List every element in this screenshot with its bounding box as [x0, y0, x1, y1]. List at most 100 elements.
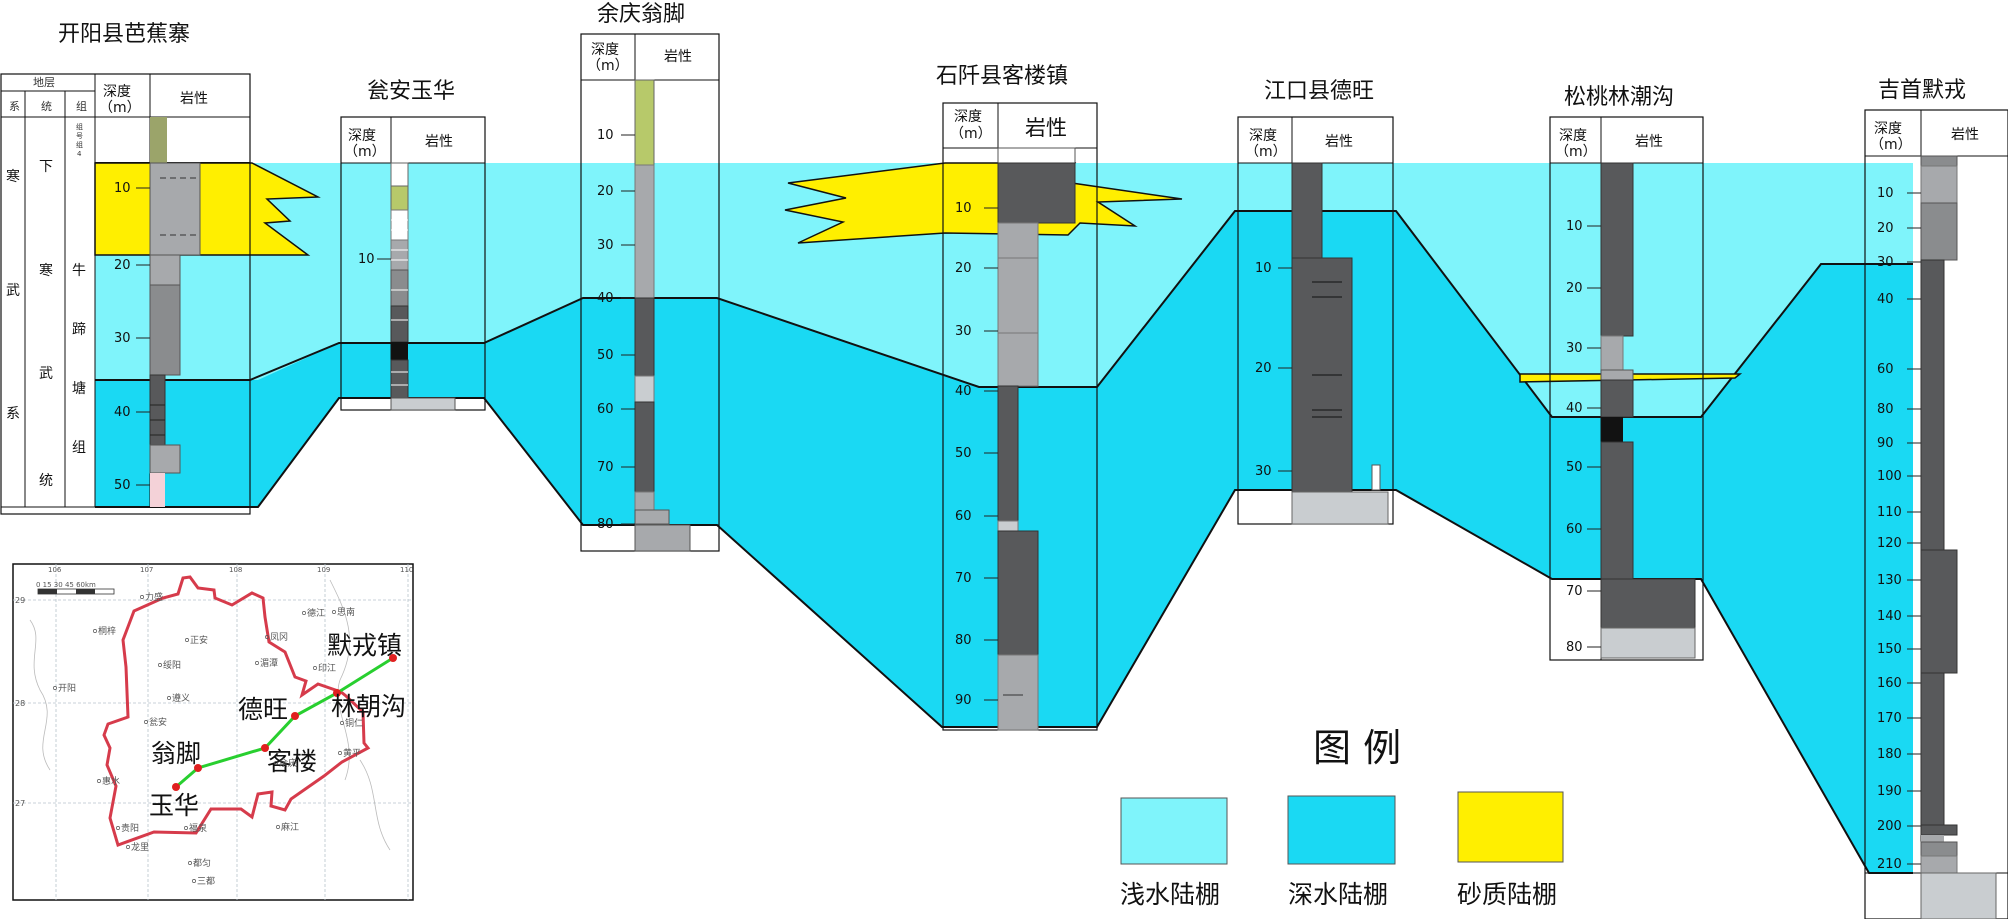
map-town-label: 力盛: [145, 591, 163, 603]
depth-tick-label: 140: [1877, 609, 1902, 624]
system-header: 系: [9, 100, 20, 113]
depth-ticks: 1020304050101020304050607080102030405060…: [114, 128, 1921, 872]
map-town-label: 湄潭: [260, 658, 278, 669]
lithology-header: 岩性: [425, 134, 453, 150]
depth-tick-label: 20: [114, 258, 131, 273]
legend-label-shallow: 浅水陆棚: [1120, 880, 1220, 909]
strat-char: 蹄: [72, 321, 86, 338]
section-title-linchaogou: 松桃林潮沟: [1564, 85, 1674, 110]
map-town-label: 印江: [318, 662, 336, 674]
depth-unit: （m）: [587, 58, 629, 74]
map-town-dot: [192, 879, 196, 883]
depth-tick-label: 90: [955, 693, 972, 708]
strat-char: 统: [39, 473, 53, 489]
depth-tick-label: 20: [955, 261, 972, 276]
depth-tick-label: 100: [1877, 469, 1902, 484]
depth-tick-label: 160: [1877, 676, 1902, 691]
tiny-label-1: 组: [76, 122, 83, 131]
depth-tick-label: 10: [114, 181, 131, 196]
depth-tick-label: 30: [955, 324, 972, 339]
depth-tick-label: 80: [955, 633, 972, 648]
depth-header: 深度: [1559, 128, 1587, 144]
strata-header: 地层: [33, 76, 55, 89]
strat-char: 系: [6, 406, 20, 422]
map-town-label: 遵义: [172, 692, 190, 704]
depth-tick-label: 30: [597, 238, 614, 253]
map-town-label: 德江: [307, 607, 325, 619]
depth-tick-label: 30: [1255, 464, 1272, 479]
depth-tick-label: 40: [114, 405, 131, 420]
map-town-dot: [332, 610, 336, 614]
lithology-header: 岩性: [180, 91, 208, 107]
group-header: 组: [76, 99, 87, 113]
map-lon-label: 106: [48, 566, 62, 574]
depth-tick-label: 10: [1877, 186, 1894, 201]
depth-header: 深度: [954, 109, 982, 125]
depth-tick-label: 50: [1566, 460, 1583, 475]
depth-tick-label: 60: [955, 509, 972, 524]
depth-tick-label: 30: [1877, 255, 1894, 270]
lithology-header: 岩性: [664, 49, 692, 65]
study-area-boundary: [102, 575, 371, 847]
section-titles: 开阳县芭蕉寨 瓮安玉华 余庆翁脚 石阡县客楼镇 江口县德旺 松桃林潮沟 吉首默戎: [58, 2, 1966, 110]
strat-char: 塘: [72, 381, 86, 397]
map-town-label: 龙里: [131, 841, 149, 853]
depth-tick-label: 20: [1877, 221, 1894, 236]
map-town-label: 铜仁: [345, 717, 363, 729]
map-town-dot: [93, 629, 97, 633]
map-town-label: 正安: [190, 634, 208, 646]
depth-header: 深度: [1249, 128, 1277, 144]
column-linchaogou: [1549, 116, 1704, 661]
tiny-label-3: 组: [76, 140, 83, 149]
column-bajiaozhai: [0, 73, 251, 515]
map-town-label: 开阳: [58, 683, 76, 694]
depth-tick-label: 30: [114, 331, 131, 346]
legend-swatch-shallow: [1120, 797, 1228, 865]
map-lat-label: 28: [15, 699, 25, 708]
map-scale-bar: 0 15 30 45 60km: [36, 581, 115, 595]
depth-tick-label: 90: [1877, 436, 1894, 451]
header-morong: 深度 （m） 岩性: [1870, 121, 1979, 153]
depth-header: 深度: [348, 128, 376, 144]
depth-tick-label: 210: [1877, 857, 1902, 872]
map-town-dot: [97, 779, 101, 783]
map-lon-label: 108: [229, 566, 242, 574]
depth-unit: （m）: [344, 144, 386, 160]
column-yuhua: [340, 116, 486, 411]
map-town-label: 余庆: [279, 757, 297, 769]
map-town-dot: [276, 825, 280, 829]
route-points: [172, 654, 397, 791]
map-label-wengjiao: 翁脚: [151, 739, 201, 768]
map-town-label: 都匀: [193, 857, 211, 869]
map-label-yuhua: 玉华: [149, 791, 199, 820]
strat-char: 组: [72, 440, 86, 456]
strat-char: 武: [6, 283, 20, 299]
section-title-yuhua: 瓮安玉华: [367, 79, 455, 104]
column-headers: 深度 （m） 岩性 深度 （m） 岩性 深度 （m） 岩性 深度 （m） 岩性 …: [99, 42, 1979, 160]
map-town-dot: [340, 721, 344, 725]
column-dewang: [1237, 116, 1394, 525]
depth-unit: （m）: [99, 100, 141, 116]
scale-label: 0 15 30 45 60km: [36, 581, 96, 589]
depth-unit: （m）: [1245, 144, 1287, 160]
legend: 图 例 浅水陆棚 深水陆棚 砂质陆棚: [1120, 726, 1564, 909]
map-label-dewang: 德旺: [238, 695, 288, 724]
map-town-dot: [184, 826, 188, 830]
tiny-label-4: 4: [77, 150, 82, 158]
depth-tick-label: 10: [1255, 261, 1272, 276]
map-town-label: 瓮安: [149, 716, 167, 728]
depth-tick-label: 30: [1566, 341, 1583, 356]
depth-tick-label: 110: [1877, 505, 1902, 520]
map-label-linchaogou: 林朝沟: [331, 692, 406, 721]
depth-tick-label: 50: [114, 478, 131, 493]
depth-header: 深度: [1874, 121, 1902, 137]
depth-tick-label: 50: [597, 348, 614, 363]
map-label-morong: 默戎镇: [327, 631, 402, 660]
map-town-dot: [140, 595, 144, 599]
depth-tick-label: 120: [1877, 536, 1902, 551]
depth-tick-label: 200: [1877, 819, 1902, 834]
map-town-label: 福泉: [189, 822, 207, 834]
strat-char: 下: [39, 159, 53, 175]
map-town-label: 绥阳: [163, 660, 181, 671]
legend-label-deep: 深水陆棚: [1288, 880, 1388, 909]
